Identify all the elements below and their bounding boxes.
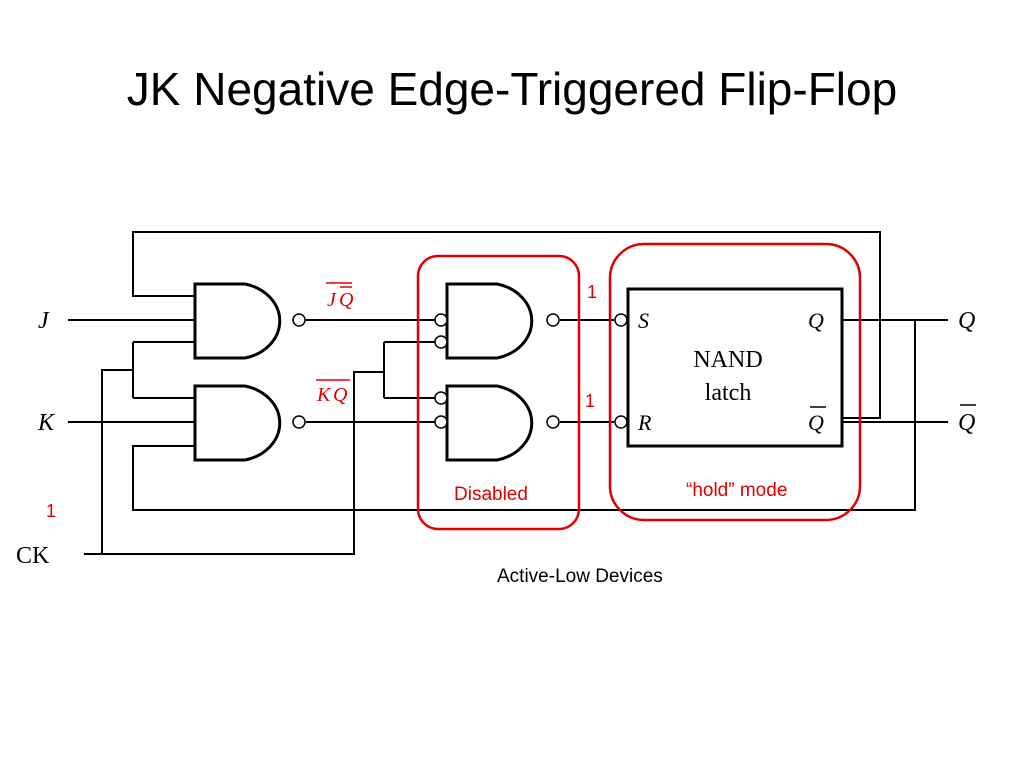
r-input-value: 1 <box>585 391 595 411</box>
slide-title: JK Negative Edge-Triggered Flip-Flop <box>126 63 898 115</box>
disabled-label: Disabled <box>454 484 528 505</box>
jq-bar-expression: J Q <box>326 282 354 311</box>
ck-input-value: 1 <box>46 501 56 521</box>
nand-gate-3 <box>445 282 534 360</box>
q-output-label: Q <box>958 308 975 334</box>
ck-input-label: CK <box>16 543 50 569</box>
latch-s-label: S <box>638 308 649 333</box>
k-input-label: K <box>37 410 56 436</box>
latch-q-label: Q <box>808 308 824 333</box>
kq-bar-k: K <box>316 384 332 406</box>
latch-name-line1: NAND <box>693 347 762 373</box>
latch-q-bar: Q <box>808 406 826 435</box>
nand-latch-box <box>626 287 844 448</box>
q-bar-output-label: Q <box>958 410 975 436</box>
nand-gate-4 <box>445 384 534 462</box>
s-input-value: 1 <box>587 282 597 302</box>
hold-mode-label: “hold” mode <box>686 480 787 501</box>
kq-bar-expression: K Q <box>316 379 350 406</box>
latch-r-label: R <box>637 410 652 435</box>
hold-mode-highlight-box <box>608 242 862 522</box>
j-input-label: J <box>38 308 50 334</box>
jq-bar-j: J <box>327 289 337 311</box>
circuit-wires <box>68 231 948 555</box>
kq-bar-q: Q <box>333 384 348 406</box>
nand-gate-2 <box>193 384 282 462</box>
nand-gate-1 <box>193 282 282 360</box>
disabled-highlight-box <box>416 254 581 531</box>
latch-q-bar-label: Q <box>808 410 824 435</box>
latch-name-line2: latch <box>705 380 752 406</box>
jq-bar-q: Q <box>339 289 354 311</box>
active-low-caption: Active-Low Devices <box>497 566 663 587</box>
q-bar-output: Q <box>958 404 976 436</box>
inversion-bubbles <box>292 313 628 429</box>
